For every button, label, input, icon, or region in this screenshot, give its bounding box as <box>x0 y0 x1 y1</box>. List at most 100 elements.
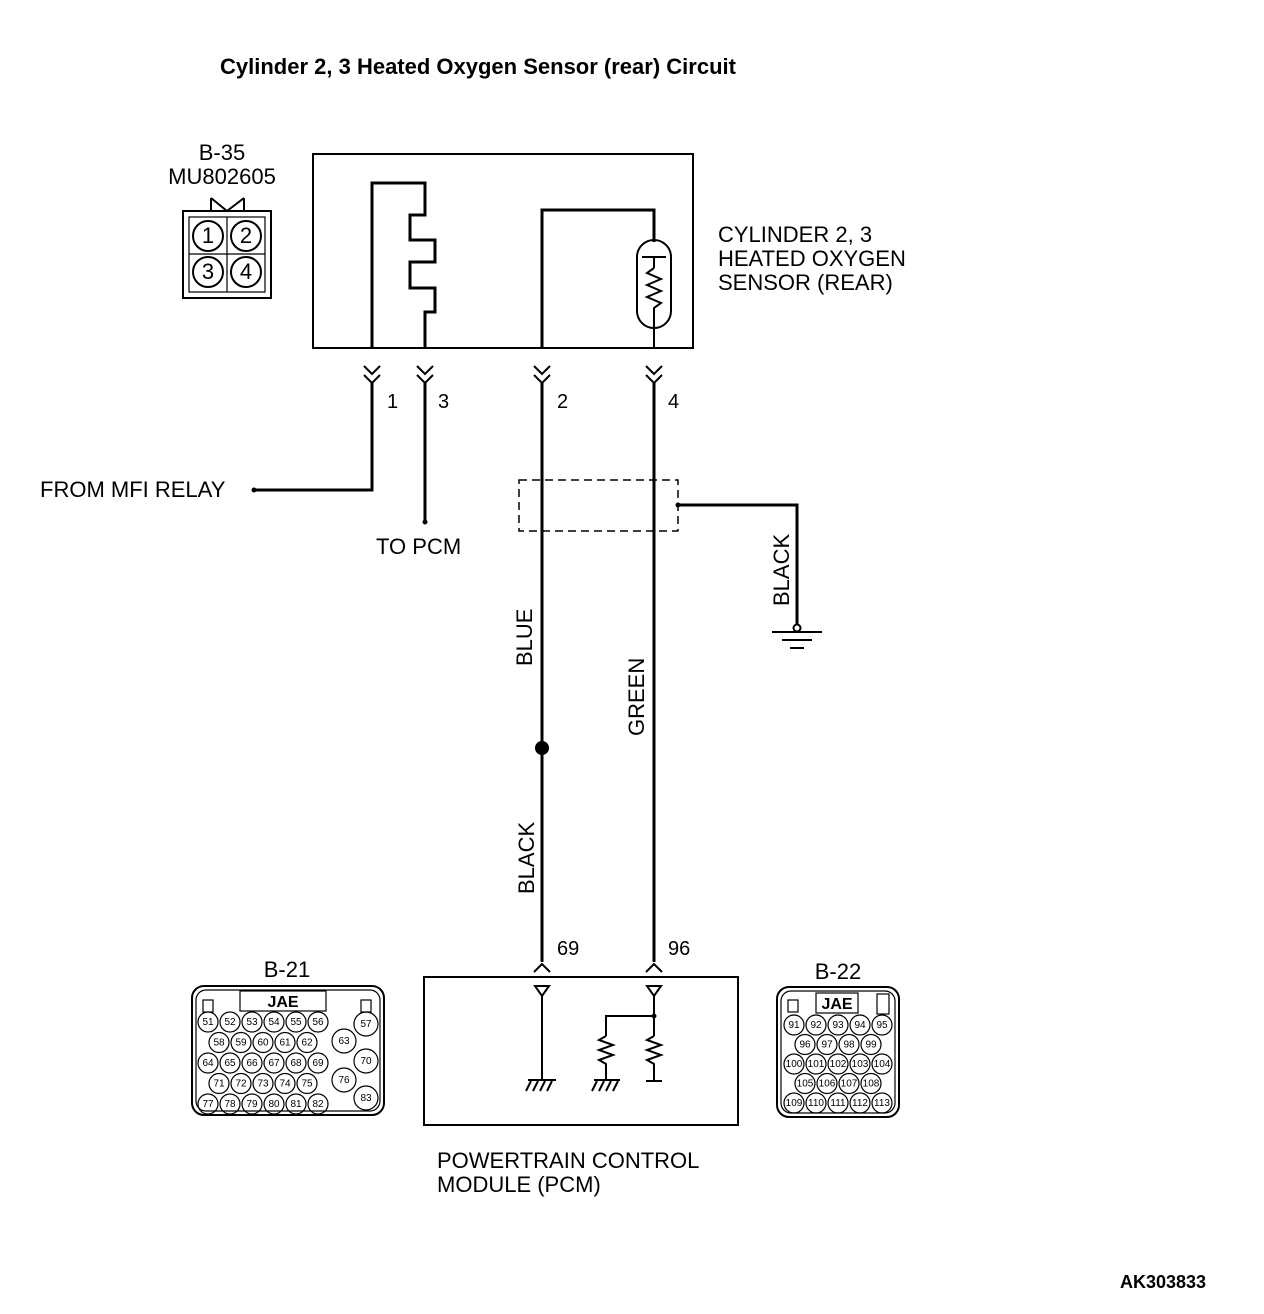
b22-pin-101-ring <box>805 1053 827 1075</box>
b21-pin-51-ring <box>197 1011 219 1033</box>
b22-pin-91: 91 <box>788 1020 800 1031</box>
b22-pin-106: 106 <box>819 1079 836 1090</box>
b22-pin-98: 98 <box>843 1040 855 1051</box>
b22-pin-100: 100 <box>786 1059 803 1070</box>
b21-pin-83: 83 <box>360 1093 372 1104</box>
b22-pin-107: 107 <box>841 1079 858 1090</box>
b22-pin-109-ring <box>783 1092 805 1114</box>
b21-pin-74: 74 <box>279 1079 291 1090</box>
b22-pin-108-ring <box>860 1072 882 1095</box>
b22-pin-95: 95 <box>876 1020 888 1031</box>
b22-pin-112-ring <box>849 1092 871 1114</box>
b21-pin-81-ring <box>285 1093 307 1115</box>
wire-mfi-relay <box>255 383 374 492</box>
b22-pin-101: 101 <box>808 1059 825 1070</box>
b21-pin-57: 57 <box>360 1019 372 1030</box>
b22-pin-102-ring <box>827 1053 849 1075</box>
b22-pin-108: 108 <box>863 1079 880 1090</box>
pcm-module <box>423 976 739 1126</box>
b21-pin-76-ring <box>331 1067 357 1093</box>
connector-b35-id: B-35 <box>199 140 245 165</box>
b22-pin-92: 92 <box>810 1020 822 1031</box>
b21-pin-52: 52 <box>224 1017 236 1028</box>
b21-pin-67: 67 <box>268 1058 280 1069</box>
b21-pin-59-ring <box>230 1031 252 1054</box>
b22-pin-99-ring <box>860 1033 882 1056</box>
b22-pin-96: 96 <box>799 1040 811 1051</box>
b21-pin-65: 65 <box>224 1058 236 1069</box>
sensor-terminal-4: 4 <box>668 391 679 413</box>
b21-pin-77-ring <box>197 1093 219 1115</box>
b21-pin-80-ring <box>263 1093 285 1115</box>
b21-pin-71-ring <box>208 1072 230 1095</box>
connector-b21-id: B-21 <box>264 957 310 982</box>
connector-b22-maker: JAE <box>821 996 852 1013</box>
b21-pin-53: 53 <box>246 1017 258 1028</box>
b21-pin-64-ring <box>197 1052 219 1074</box>
sensor-label-line-2: HEATED OXYGEN <box>718 246 906 271</box>
connector-b22-id: B-22 <box>815 959 861 984</box>
pcm-terminal-69: 69 <box>557 938 579 960</box>
b22-pin-110: 110 <box>808 1098 824 1109</box>
b35-pin-1: 1 <box>202 223 214 248</box>
connector-b21-maker: JAE <box>267 994 298 1011</box>
wire-color-black: BLACK <box>514 822 539 894</box>
b21-pin-67-ring <box>263 1052 285 1074</box>
b22-pin-111-ring <box>827 1092 849 1114</box>
b21-pin-70: 70 <box>360 1056 372 1067</box>
b21-pin-80: 80 <box>268 1099 280 1110</box>
b21-pin-78-ring <box>219 1093 241 1115</box>
b21-pin-66-ring <box>241 1052 263 1074</box>
sensor-terminal-2: 2 <box>557 391 568 413</box>
b22-pin-113: 113 <box>874 1098 890 1109</box>
b22-pin-97-ring <box>816 1033 838 1056</box>
b21-pin-73-ring <box>252 1072 274 1095</box>
sensor-terminal-1: 1 <box>387 391 398 413</box>
b21-pin-54-ring <box>263 1011 285 1033</box>
b22-pin-105-ring <box>794 1072 816 1095</box>
b22-pin-94: 94 <box>854 1020 866 1031</box>
b21-pin-79: 79 <box>246 1099 258 1110</box>
b21-pin-54: 54 <box>268 1017 280 1028</box>
b21-pin-61: 61 <box>279 1038 291 1049</box>
b35-pin-3: 3 <box>202 259 214 284</box>
b21-pin-82: 82 <box>312 1099 324 1110</box>
b35-pin-4: 4 <box>240 259 252 284</box>
b21-pin-72-ring <box>230 1072 252 1095</box>
b22-pin-91-ring <box>783 1014 805 1036</box>
b22-pin-97: 97 <box>821 1040 833 1051</box>
b21-pin-51: 51 <box>202 1017 214 1028</box>
b21-pin-76: 76 <box>338 1075 350 1086</box>
b21-pin-68: 68 <box>290 1058 302 1069</box>
b21-pin-81: 81 <box>290 1099 302 1110</box>
connector-b35: B-35 MU802605 1 2 3 4 <box>168 140 276 299</box>
b22-pin-96-ring <box>794 1033 816 1056</box>
b21-pin-68-ring <box>285 1052 307 1074</box>
b21-pin-59: 59 <box>235 1038 247 1049</box>
b21-pin-65-ring <box>219 1052 241 1074</box>
b21-pin-61-ring <box>274 1031 296 1054</box>
b22-pin-107-ring <box>838 1072 860 1095</box>
sensor-terminal-3: 3 <box>438 391 449 413</box>
b21-pin-75: 75 <box>301 1079 313 1090</box>
b22-pin-98-ring <box>838 1033 860 1056</box>
b21-pin-55-ring <box>285 1011 307 1033</box>
b22-pin-110-ring <box>805 1092 827 1114</box>
pcm-label-line-1: POWERTRAIN CONTROL <box>437 1148 699 1173</box>
b21-pin-56-ring <box>307 1011 329 1033</box>
b21-pin-58: 58 <box>213 1038 225 1049</box>
b21-pin-74-ring <box>274 1072 296 1095</box>
b22-pin-100-ring <box>783 1053 805 1075</box>
b21-pin-60-ring <box>252 1031 274 1054</box>
b21-pin-57-ring <box>353 1011 379 1037</box>
diagram-title: Cylinder 2, 3 Heated Oxygen Sensor (rear… <box>220 54 737 79</box>
b22-pin-106-ring <box>816 1072 838 1095</box>
sensor-label-line-1: CYLINDER 2, 3 <box>718 222 872 247</box>
b21-pin-60: 60 <box>257 1038 269 1049</box>
b21-pin-78: 78 <box>224 1099 236 1110</box>
wire-color-blue: BLUE <box>512 609 537 666</box>
b21-pin-62: 62 <box>301 1038 313 1049</box>
b22-pin-105: 105 <box>797 1079 814 1090</box>
